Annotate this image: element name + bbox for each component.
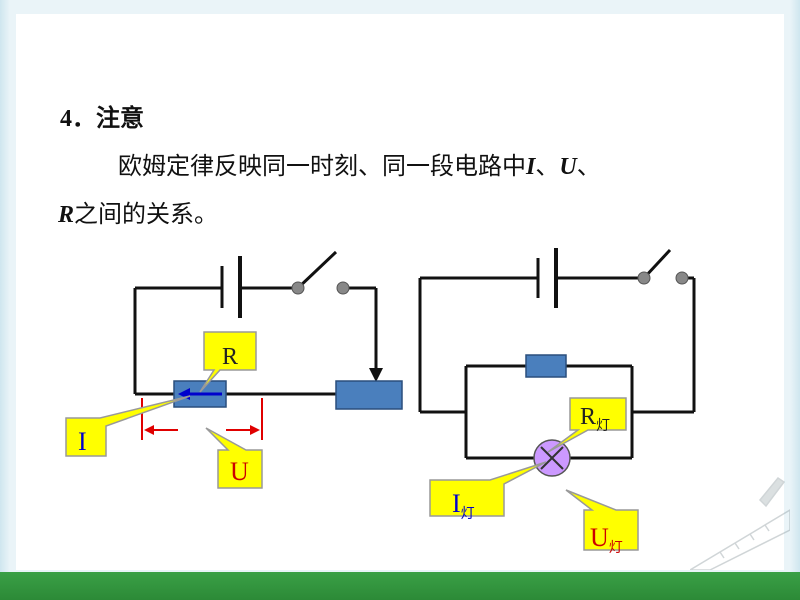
- left-slider-arrowhead: [369, 368, 383, 382]
- callout-i-left: [65, 395, 191, 457]
- variable-i: I: [526, 154, 536, 180]
- paragraph-prefix: 欧姆定律反映同一时刻、同一段电路中: [118, 152, 526, 180]
- separator-1: 、: [535, 152, 560, 180]
- callout-r-left: [199, 331, 257, 393]
- label-u-lamp: U灯: [590, 523, 623, 556]
- left-switch-contact-a: [291, 281, 305, 295]
- left-rheostat: [335, 380, 403, 410]
- left-voltage-span: [141, 398, 263, 440]
- callout-i-lamp: [429, 461, 547, 517]
- right-switch-contact-b: [675, 271, 689, 285]
- label-i-lamp: I灯: [452, 489, 475, 522]
- slide-card: [16, 14, 784, 570]
- left-circuit: [133, 250, 378, 396]
- bottom-band: [0, 572, 800, 600]
- paragraph-line-2: R之间的关系。: [58, 194, 218, 229]
- note-heading: 4．注意: [60, 98, 144, 133]
- paragraph-suffix: 之间的关系。: [74, 200, 219, 228]
- callout-u-lamp: [565, 489, 639, 551]
- left-voltage-arrow-left: [144, 425, 154, 435]
- separator-2: 、: [576, 152, 601, 180]
- left-switch-contact-b: [336, 281, 350, 295]
- label-u-left: U: [230, 457, 249, 486]
- right-circuit: [418, 248, 696, 460]
- note-number: 4: [60, 106, 72, 132]
- note-separator: ．: [72, 103, 96, 132]
- label-r-lamp: R灯: [580, 404, 610, 434]
- paragraph-line-1: 欧姆定律反映同一时刻、同一段电路中I、U、: [118, 146, 601, 181]
- callout-r-lamp: [547, 397, 627, 453]
- lamp-cross: [540, 446, 564, 470]
- callout-u-left: [205, 427, 263, 489]
- ruler-pencil-watermark: [690, 476, 790, 570]
- label-r-left: R: [222, 344, 238, 370]
- variable-r: R: [58, 202, 75, 228]
- left-voltage-arrow-right: [250, 425, 260, 435]
- note-title: 注意: [96, 103, 144, 132]
- label-i-left: I: [78, 427, 87, 456]
- left-switch-lever: [296, 250, 338, 290]
- right-resistor: [525, 354, 567, 378]
- variable-u: U: [559, 154, 577, 180]
- right-switch-contact-a: [637, 271, 651, 285]
